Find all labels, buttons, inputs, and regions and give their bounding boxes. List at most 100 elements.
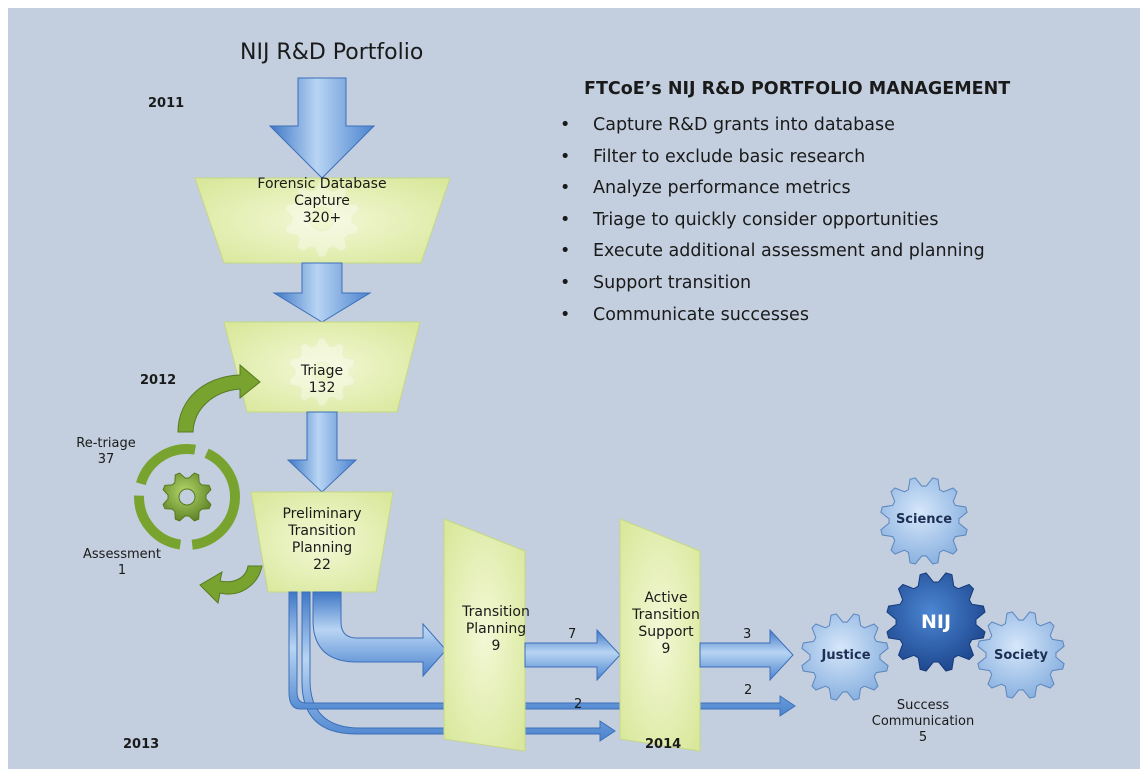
capture-count: 320+ (302, 210, 342, 227)
gear-science-icon (880, 477, 968, 565)
bullet-icon: • (560, 178, 571, 199)
prelim-funnel (250, 491, 394, 593)
year-2011: 2011 (148, 96, 185, 111)
retriage-label: Re-triage 37 (76, 436, 136, 468)
assessment-text: Assessment (83, 547, 161, 562)
capture-gear-icon-shape (284, 180, 360, 258)
transition-planning-panel (443, 518, 526, 752)
bullet-icon: • (560, 209, 571, 230)
year-2012: 2012 (140, 373, 177, 388)
gear-society-icon-shape (977, 611, 1065, 699)
flow-to-transition-planning (312, 591, 447, 678)
arrow-down-2 (272, 262, 372, 323)
management-item-text: Capture R&D grants into database (593, 115, 895, 135)
arrow-down-1 (268, 77, 376, 179)
year-2014: 2014 (645, 737, 682, 752)
flow-count-lower-b: 2 (744, 683, 753, 698)
success-communication-label: Success Communication 5 (858, 698, 988, 746)
retriage-loop (134, 363, 263, 605)
transition-planning-line2: Planning (465, 621, 527, 638)
flow-lower-b (288, 591, 796, 717)
success-line1: Success (896, 698, 950, 713)
flow-count-lower-a: 2 (574, 697, 583, 712)
management-list: • Capture R&D grants into database • Filte… (560, 110, 985, 331)
flow-count-to-success: 3 (743, 627, 752, 642)
management-item-text: Triage to quickly consider opportunities (593, 209, 939, 230)
management-title: FTCoE’s NIJ R&D PORTFOLIO MANAGEMENT (584, 79, 1011, 99)
science-label: Science (895, 512, 953, 527)
prelim-stage-label: Preliminary Transition Planning 22 (262, 506, 382, 574)
transition-planning-count: 9 (491, 638, 501, 655)
bullet-icon: • (560, 146, 571, 167)
management-item-text: Execute additional assessment and planni… (593, 241, 985, 262)
triage-count: 132 (308, 380, 336, 397)
green-gear-icon-shape (162, 472, 212, 522)
bullet-icon: • (560, 115, 571, 135)
success-count: 5 (918, 729, 928, 745)
management-item-text: Communicate successes (593, 304, 809, 325)
assessment-arrow-icon (199, 565, 263, 605)
society-label: Society (994, 648, 1048, 663)
triage-gear-icon-shape (288, 337, 356, 407)
capture-line1: Forensic Database (257, 176, 387, 192)
management-item: • Execute additional assessment and plann… (560, 236, 985, 268)
capture-funnel (194, 177, 451, 264)
transition-planning-label: Transition Planning 9 (444, 604, 548, 655)
assessment-label: Assessment 1 (82, 547, 162, 579)
bullet-icon: • (560, 272, 571, 293)
portfolio-title: NIJ R&D Portfolio (240, 40, 424, 65)
cycle-ring-icon (134, 444, 240, 550)
prelim-line2: Transition (288, 523, 356, 540)
nij-label: NIJ (920, 611, 952, 633)
active-support-line2: Transition (632, 607, 700, 624)
assessment-count: 1 (117, 562, 127, 578)
justice-label: Justice (821, 648, 871, 663)
triage-funnel (223, 321, 421, 413)
triage-stage-label: Triage 132 (272, 363, 372, 397)
management-item: • Support transition (560, 268, 985, 300)
flow-count-to-active: 7 (568, 627, 577, 642)
triage-name: Triage (300, 363, 344, 379)
capture-line2: Capture (294, 193, 350, 210)
capture-stage-label: Forensic Database Capture 320+ (222, 176, 422, 227)
arrow-down-3 (286, 411, 358, 493)
active-support-line3: Support (638, 624, 694, 641)
management-item: • Communicate successes (560, 300, 985, 332)
gear-nij-icon-shape (886, 572, 986, 672)
gear-justice-icon (801, 613, 889, 701)
bullet-icon: • (560, 241, 571, 262)
gear-science-icon-shape (880, 477, 968, 565)
management-item: • Triage to quickly consider opportunitie… (560, 205, 985, 237)
prelim-line3: Planning (291, 540, 353, 557)
transition-planning-line1: Transition (462, 604, 530, 620)
success-line2: Communication (871, 713, 975, 729)
prelim-line1: Preliminary (282, 506, 362, 522)
gear-society-icon (977, 611, 1065, 699)
management-item: • Filter to exclude basic research (560, 142, 985, 174)
year-2013: 2013 (123, 737, 160, 752)
management-item-text: Support transition (593, 272, 752, 293)
retriage-arrow-icon (177, 363, 261, 433)
gear-justice-icon-shape (801, 613, 889, 701)
retriage-count: 37 (97, 451, 115, 467)
management-item: • Capture R&D grants into database (560, 110, 985, 142)
triage-gear-icon (288, 337, 356, 407)
management-item: • Analyze performance metrics (560, 173, 985, 205)
management-item-text: Analyze performance metrics (593, 178, 851, 199)
active-support-line1: Active (644, 590, 688, 606)
bullet-icon: • (560, 304, 571, 325)
green-gear-icon (162, 472, 212, 522)
arrow-to-active-support (524, 628, 621, 682)
management-item-text: Filter to exclude basic research (593, 146, 866, 167)
retriage-text: Re-triage (76, 436, 136, 451)
prelim-count: 22 (313, 557, 331, 574)
active-support-count: 9 (661, 641, 671, 658)
arrow-to-success (699, 628, 794, 682)
gear-nij-icon (886, 572, 986, 672)
active-support-panel (619, 518, 701, 752)
active-support-label: Active Transition Support 9 (614, 590, 718, 658)
capture-gear-icon (284, 180, 360, 258)
flow-lower-a (301, 591, 616, 742)
